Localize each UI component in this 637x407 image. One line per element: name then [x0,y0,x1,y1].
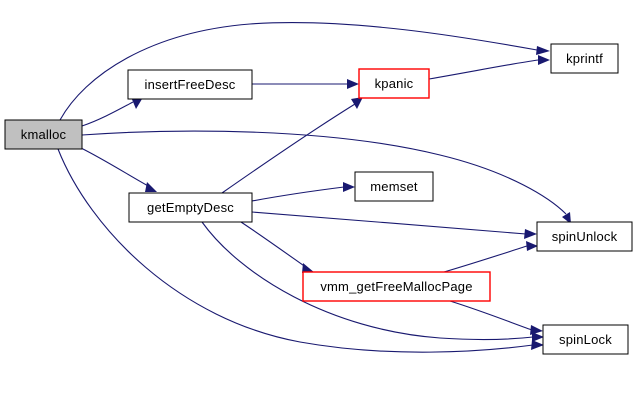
node-spinunlock[interactable]: spinUnlock [536,221,633,252]
node-memset-label: memset [370,179,418,194]
edge-getemptydesc-spinunlock [251,211,537,239]
node-memset[interactable]: memset [354,171,434,202]
edge-getemptydesc-memset [251,182,355,202]
node-kpanic[interactable]: kpanic [358,68,430,99]
edge-vmm-getfreemallocpage-spinlock [449,300,543,335]
edge-kmalloc-spinlock [57,148,544,353]
node-insertfreedesc[interactable]: insertFreeDesc [127,69,253,100]
node-getemptydesc[interactable]: getEmptyDesc [128,192,253,223]
node-spinunlock-label: spinUnlock [552,229,618,244]
edges-layer [57,22,571,353]
node-vmm-getfreemallocpage[interactable]: vmm_getFreeMallocPage [302,271,491,302]
node-kmalloc-label: kmalloc [21,127,67,142]
node-insertfreedesc-label: insertFreeDesc [145,77,236,92]
edge-getemptydesc-spinlock [201,221,544,342]
edge-kmalloc-kprintf [59,22,550,121]
edge-getemptydesc-kpanic [221,97,363,194]
node-kmalloc[interactable]: kmalloc [4,119,83,150]
node-vmm-getfreemallocpage-label: vmm_getFreeMallocPage [320,279,472,294]
edge-kpanic-kprintf [428,55,550,80]
nodes-layer: kmalloc insertFreeDesc kpanic kprintf ge… [4,43,633,355]
edge-kmalloc-spinunlock [81,130,571,224]
node-kprintf[interactable]: kprintf [550,43,619,74]
node-kpanic-label: kpanic [375,76,414,91]
node-getemptydesc-label: getEmptyDesc [147,200,234,215]
node-spinlock-label: spinLock [559,332,612,347]
node-kprintf-label: kprintf [566,51,603,66]
edge-kmalloc-insertfreedesc [81,97,142,127]
edge-getemptydesc-vmm-getfreemallocpage [240,221,315,273]
edge-kmalloc-getemptydesc [80,147,157,192]
edge-vmm-getfreemallocpage-spinunlock [443,241,538,273]
edge-insertfreedesc-kpanic [252,79,359,89]
node-spinlock[interactable]: spinLock [542,324,629,355]
